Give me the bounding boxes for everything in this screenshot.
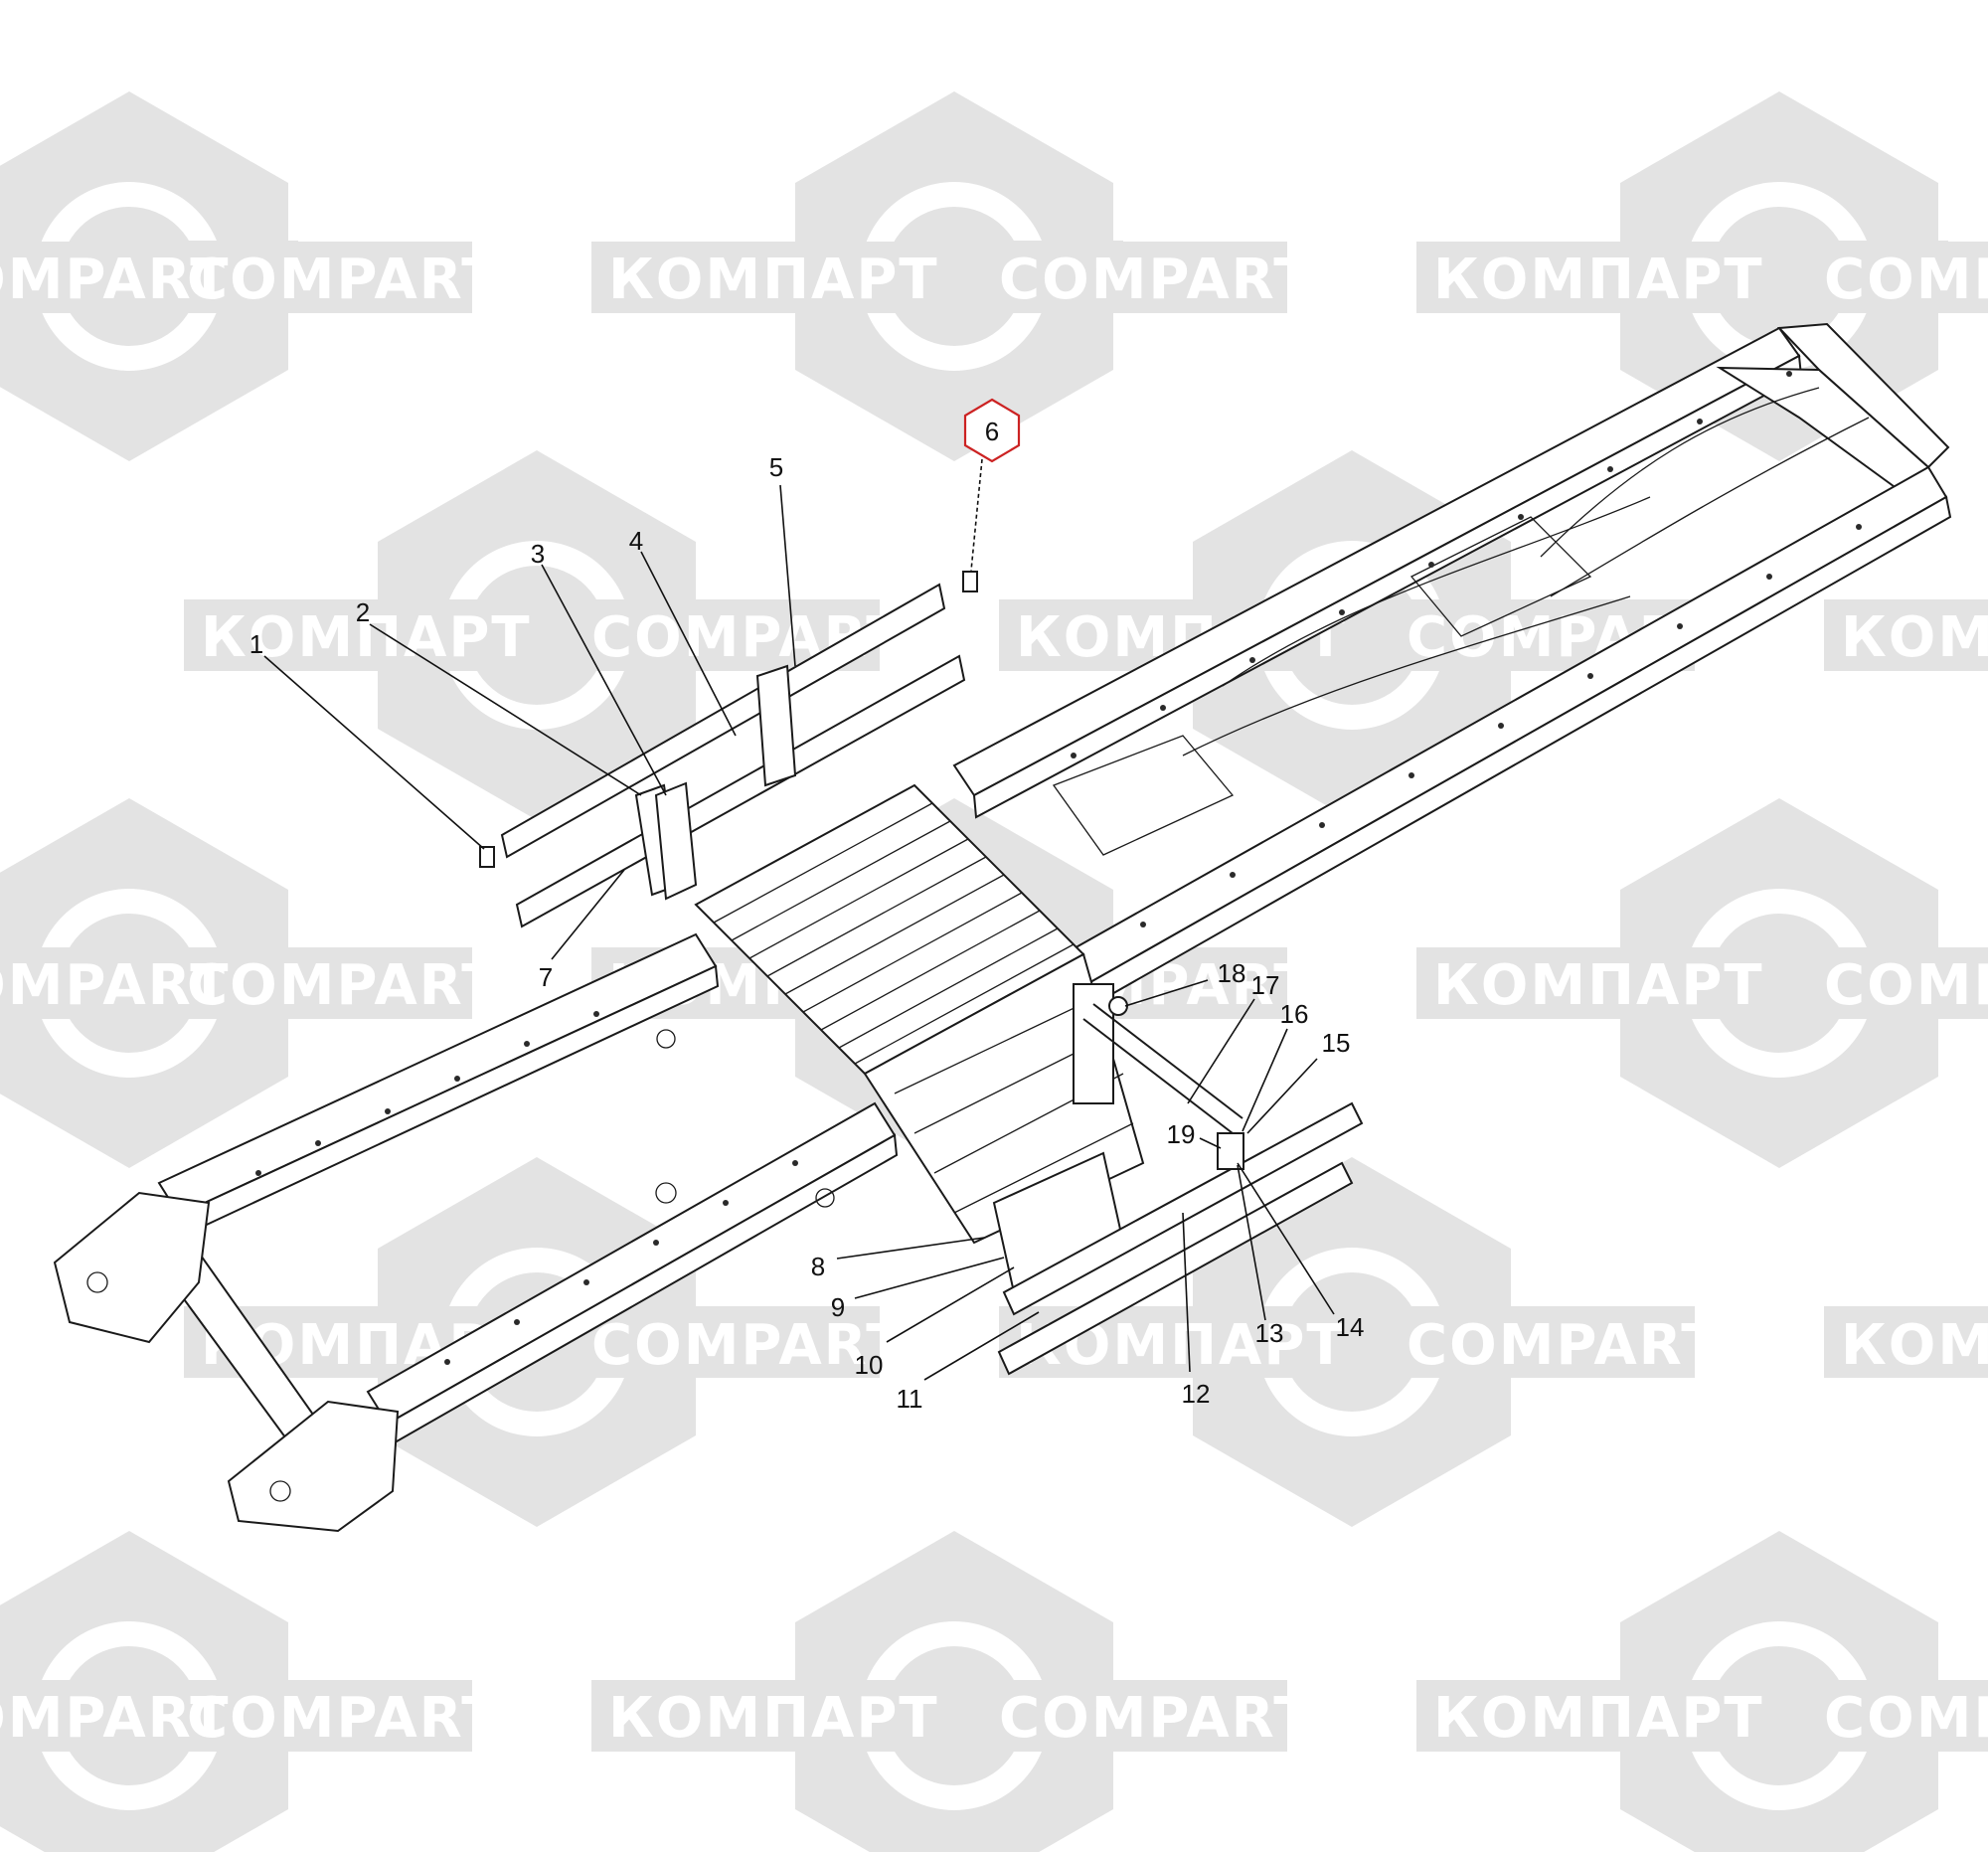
watermark-text: КОМПАРТ [1841,1313,1988,1378]
watermark-text: COMPART [999,1686,1313,1751]
callout-label-14: 14 [1336,1312,1365,1342]
part-6-clip [962,571,978,592]
watermark-text: COMPART [187,248,501,312]
watermark-text: КОМПАРТ [1433,1686,1764,1751]
callout-hexagon [963,398,1021,463]
rear-cross-member [1776,322,1950,469]
bracket-bolt [815,1188,835,1208]
leader-line [1187,998,1255,1104]
watermark-text: COMPART [1824,953,1988,1018]
step-bracket [1073,983,1114,1104]
bracket-bolt [655,1182,677,1204]
callout-label-1: 1 [249,629,263,659]
callout-label-5: 5 [769,452,783,482]
callout-label-13: 13 [1255,1318,1284,1348]
leader-line [551,869,625,960]
cross-brace [1409,516,1592,637]
watermark-text: COMPART [591,1313,906,1378]
leader-line [1182,1212,1191,1373]
watermark-text: КОМПАРТ [1433,248,1764,312]
leader-line [854,1257,1005,1299]
leader-line [1246,1058,1318,1134]
leader-line [1124,979,1209,1007]
bracket-bolt [86,1271,108,1293]
part-1-clip [479,846,495,868]
callouts: 1 2 3 4 5 7 8 9 10 11 12 13 14 15 16 17 [249,452,1365,1414]
loose-parts-lower [997,996,1364,1376]
watermark-text: КОМПАРТ [608,1686,939,1751]
callout-label-2: 2 [356,597,370,627]
watermark-text: КОМПАРТ [1433,953,1764,1018]
watermark-text: COMPART [1824,1686,1988,1751]
leader-line [970,458,983,572]
x-brace-curve [1550,417,1870,597]
callout-label-9: 9 [831,1292,845,1322]
callout-label-3: 3 [531,539,545,569]
part-3-bracket [654,781,698,901]
leader-line [1242,1028,1288,1132]
leader-line [836,1237,985,1260]
watermark-text: COMPART [1824,248,1988,312]
callout-label-6: 6 [985,417,999,446]
part-5-bracket [755,664,797,787]
leader-line [263,655,485,850]
rivet-holes [255,371,1862,1365]
chassis-frame [53,322,1952,1533]
front-spring-bracket-left [53,1191,211,1344]
watermark-text: COMPART [187,1686,501,1751]
watermark-text: КОМПАРТ [1841,605,1988,670]
leader-line [1237,1162,1335,1315]
x-brace-curve [1222,496,1651,687]
part-13-mount [1217,1132,1244,1170]
part-4-rail [500,583,946,859]
leader-line [1237,1164,1266,1321]
bracket-bolt [269,1480,291,1502]
step-platform [694,783,1145,1294]
x-brace-curve [1540,387,1820,558]
leader-line [640,551,737,737]
grating-ribs [713,802,1075,1065]
x-brace-curve [1182,595,1631,757]
watermark-text: COMPART [1407,1313,1721,1378]
part-7-rail [515,654,966,928]
part-17-rod-edge [1092,1003,1243,1119]
loose-parts-upper [479,571,978,928]
leader-line [779,484,796,667]
bracket-bolt [656,1029,676,1049]
callout-label-18: 18 [1218,958,1246,988]
watermark-text: КОМПАРТ [608,248,939,312]
part-12-step-tube-lower [997,1161,1354,1376]
leader-line [1199,1137,1222,1149]
callout-label-7: 7 [539,962,553,992]
watermark-text: COMPART [0,248,230,312]
part-17-rod [1082,1018,1234,1134]
highlight-callout-6: 6 [963,398,1021,572]
callout-label-15: 15 [1322,1028,1351,1058]
watermark-text: COMPART [187,953,501,1018]
callout-label-19: 19 [1167,1119,1196,1149]
callout-label-8: 8 [811,1252,825,1281]
leader-line [886,1266,1015,1343]
leader-line [541,564,667,796]
watermark-text: COMPART [0,953,230,1018]
watermark-text: COMPART [0,1686,230,1751]
callout-label-10: 10 [855,1350,884,1380]
watermark-text: КОМПАРТ [201,605,532,670]
callout-label-11: 11 [897,1384,923,1414]
cross-brace [1052,735,1235,856]
front-spring-bracket-right [227,1400,400,1533]
part-18-bushing [1108,996,1128,1016]
callout-label-12: 12 [1182,1379,1211,1409]
watermark-text: COMPART [999,248,1313,312]
leader-line [923,1311,1040,1381]
leader-line [369,623,642,796]
callout-label-16: 16 [1280,999,1309,1029]
callout-label-17: 17 [1251,970,1280,1000]
callout-label-4: 4 [629,526,643,556]
